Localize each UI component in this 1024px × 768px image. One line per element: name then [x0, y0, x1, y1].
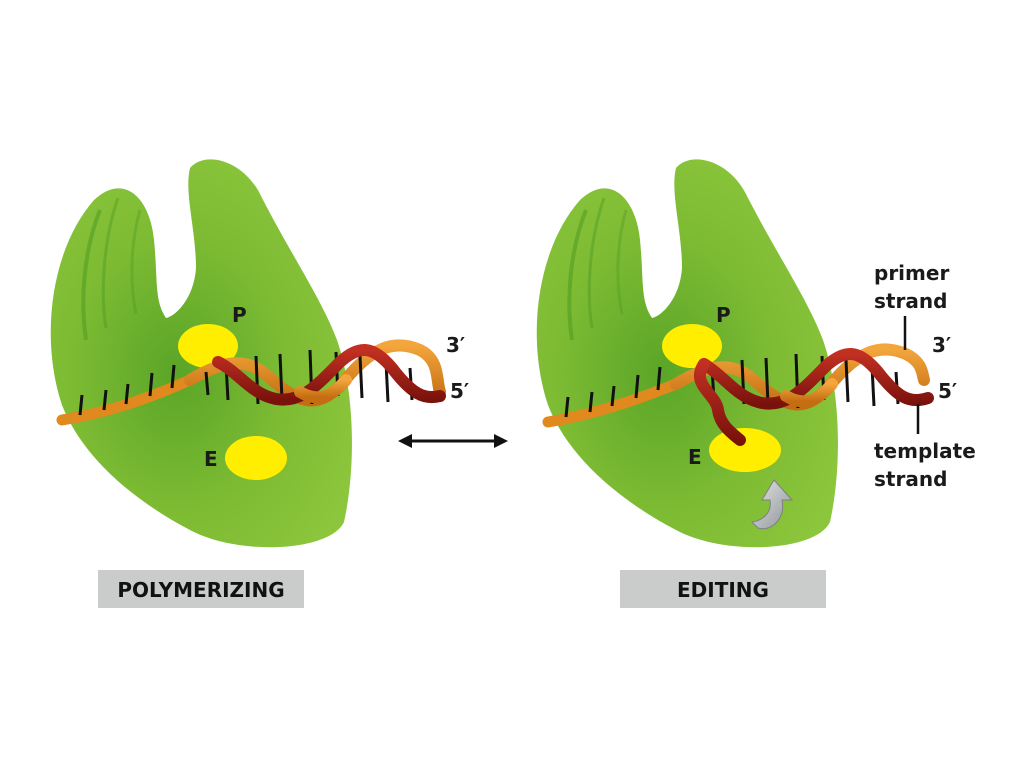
caption-box	[620, 570, 826, 608]
enzyme-fold	[101, 197, 120, 329]
enzyme-fold	[616, 209, 628, 315]
site-e-label: E	[204, 447, 218, 471]
primer-end-in-editing-site	[693, 358, 746, 446]
polymerizing-site-p	[178, 324, 238, 368]
primer-strand-front	[780, 378, 838, 408]
template-single-strand	[56, 374, 196, 426]
site-p-label: P	[232, 303, 247, 327]
five-prime-label: 5′	[938, 379, 957, 403]
editing-site-e	[709, 428, 781, 472]
rotation-arrow-icon	[750, 479, 794, 530]
template-strand-ribbon	[212, 344, 446, 406]
three-prime-label: 3′	[446, 333, 465, 357]
primer-strand-label-line1: primer	[874, 261, 949, 285]
template-strand-label-line2: strand	[874, 467, 947, 491]
enzyme-fold	[130, 209, 142, 315]
dna-double-helix	[56, 339, 446, 426]
editing-site-e	[225, 436, 287, 480]
site-p-label: P	[716, 303, 731, 327]
enzyme-fold	[567, 209, 588, 341]
primer-strand-front	[294, 374, 352, 404]
polymerizing-site-p	[662, 324, 722, 368]
site-e-label: E	[688, 445, 702, 469]
caption-editing: EDITING	[677, 578, 769, 602]
enzyme-fold	[587, 197, 606, 329]
unpaired-bases	[564, 366, 662, 418]
panel-editing: P E 3′ 5′ primer strand template strand …	[536, 159, 976, 608]
template-single-strand	[542, 378, 682, 428]
panel-polymerizing: P E 3′ 5′ POLYMERIZING	[50, 159, 469, 608]
primer-strand-label-line2: strand	[874, 289, 947, 313]
unpaired-bases	[78, 364, 176, 416]
equilibrium-arrow	[398, 434, 508, 448]
caption-polymerizing: POLYMERIZING	[117, 578, 284, 602]
three-prime-label: 3′	[932, 333, 951, 357]
caption-box	[98, 570, 304, 608]
dna-double-helix	[542, 343, 934, 446]
template-strand-label-line1: template	[874, 439, 976, 463]
enzyme-fold	[81, 209, 102, 341]
five-prime-label: 5′	[450, 379, 469, 403]
template-strand-ribbon	[698, 348, 934, 410]
